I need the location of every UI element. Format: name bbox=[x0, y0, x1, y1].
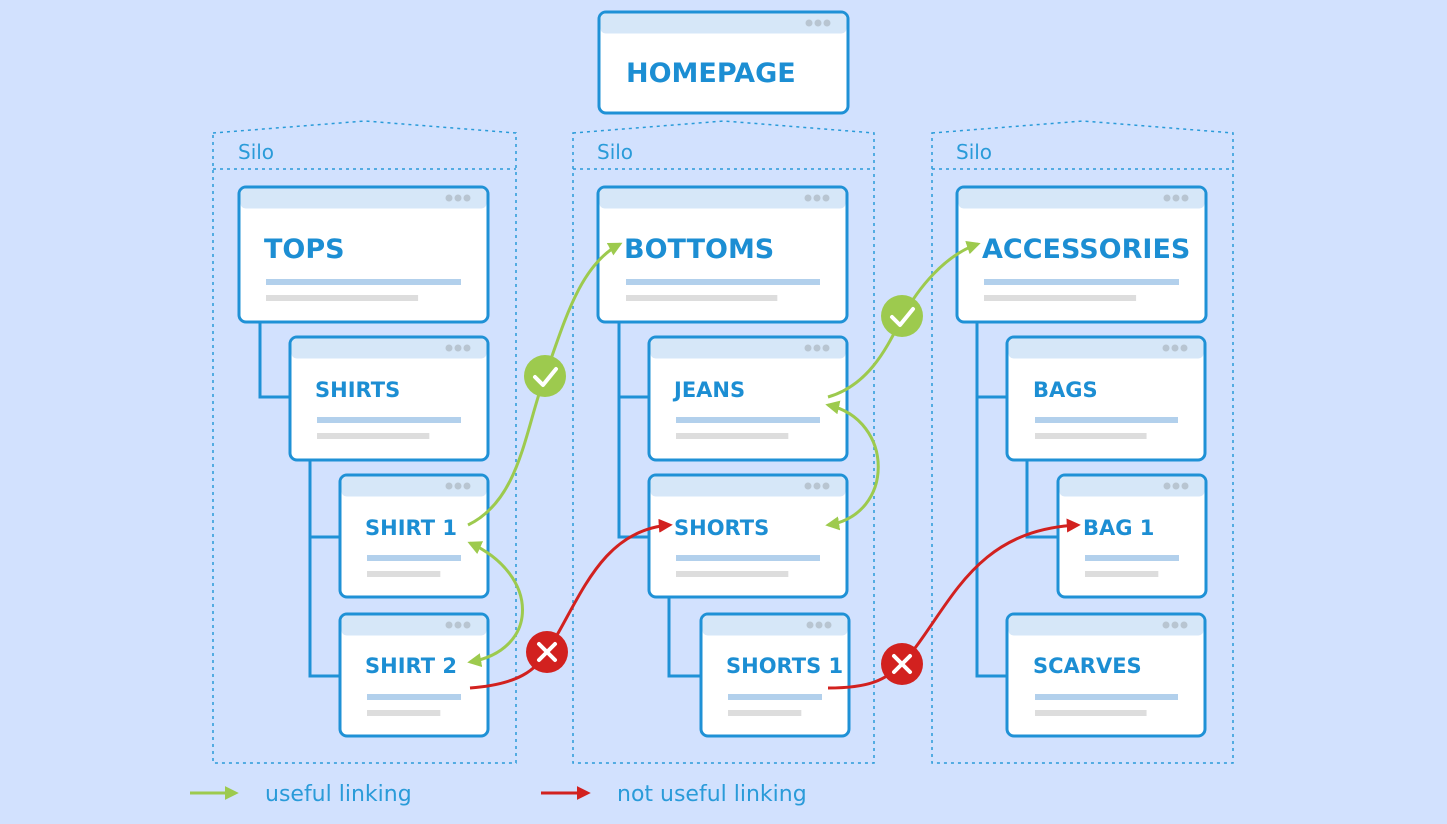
silo-label: Silo bbox=[956, 140, 992, 164]
content-line bbox=[676, 555, 820, 561]
content-line bbox=[728, 694, 822, 700]
content-line bbox=[728, 710, 802, 716]
content-line bbox=[317, 433, 430, 439]
window-dots-icon bbox=[1163, 194, 1189, 202]
check-icon bbox=[524, 355, 566, 397]
legend-not-useful-label: not useful linking bbox=[617, 782, 807, 807]
scarves-card: SCARVES bbox=[1005, 612, 1207, 738]
content-line bbox=[984, 279, 1179, 285]
silo-accessories: Silo bbox=[931, 120, 1234, 764]
window-dots-icon bbox=[805, 19, 831, 27]
card-title: SHIRT 2 bbox=[365, 654, 457, 678]
bag-1-card: BAG 1 bbox=[1056, 473, 1208, 599]
card-title: HOMEPAGE bbox=[626, 58, 796, 89]
silo-tops: Silo bbox=[212, 120, 517, 764]
card-title: SCARVES bbox=[1033, 654, 1142, 678]
window-dots-icon bbox=[445, 621, 471, 629]
content-line bbox=[984, 295, 1137, 301]
card-title: BOTTOMS bbox=[624, 234, 774, 265]
window-dots-icon bbox=[445, 194, 471, 202]
window-dots-icon bbox=[804, 482, 830, 490]
useful-link-jeans-shorts bbox=[825, 400, 880, 531]
tree-connectors bbox=[258, 322, 1058, 678]
content-line bbox=[1035, 417, 1178, 423]
content-line bbox=[266, 295, 419, 301]
content-line bbox=[1035, 694, 1178, 700]
legend-not-useful: not useful linking bbox=[541, 782, 807, 807]
silo-label: Silo bbox=[238, 140, 274, 164]
content-line bbox=[1085, 571, 1159, 577]
not-useful-link-shorts1-bag1 bbox=[827, 518, 1081, 690]
check-icon bbox=[881, 295, 923, 337]
card-title: ACCESSORIES bbox=[982, 234, 1190, 265]
content-line bbox=[1035, 710, 1147, 716]
window-dots-icon bbox=[1162, 621, 1188, 629]
shorts-card: SHORTS bbox=[647, 473, 849, 599]
shorts-1-card: SHORTS 1 bbox=[699, 612, 851, 738]
bags-card: BAGS bbox=[1005, 335, 1207, 462]
useful-link-shirt1-shirt2 bbox=[467, 541, 524, 667]
content-line bbox=[676, 417, 820, 423]
tops-card: TOPS bbox=[237, 185, 490, 324]
content-line bbox=[367, 710, 441, 716]
content-line bbox=[266, 279, 461, 285]
content-line bbox=[676, 571, 789, 577]
cross-icon bbox=[526, 631, 568, 673]
legend: useful linking not useful linking bbox=[190, 782, 807, 807]
legend-useful-label: useful linking bbox=[265, 782, 412, 807]
content-line bbox=[626, 295, 778, 301]
card-title: BAG 1 bbox=[1083, 516, 1154, 540]
silo-label: Silo bbox=[597, 140, 633, 164]
content-line bbox=[367, 571, 441, 577]
bottoms-card: BOTTOMS bbox=[596, 185, 849, 324]
card-title: JEANS bbox=[672, 378, 745, 402]
content-line bbox=[626, 279, 820, 285]
card-title: SHIRT 1 bbox=[365, 516, 457, 540]
window-dots-icon bbox=[1163, 482, 1189, 490]
card-title: SHIRTS bbox=[315, 378, 400, 402]
not-useful-link-shirt2-shorts bbox=[469, 518, 673, 690]
content-line bbox=[676, 433, 789, 439]
legend-useful: useful linking bbox=[190, 782, 412, 807]
jeans-card: JEANS bbox=[647, 335, 849, 462]
shirt-1-card: SHIRT 1 bbox=[338, 473, 490, 599]
content-line bbox=[1035, 433, 1147, 439]
card-title: TOPS bbox=[264, 234, 345, 265]
shirts-card: SHIRTS bbox=[288, 335, 490, 462]
homepage-card: HOMEPAGE bbox=[597, 10, 850, 115]
card-title: BAGS bbox=[1033, 378, 1098, 402]
content-line bbox=[317, 417, 461, 423]
window-dots-icon bbox=[1162, 344, 1188, 352]
cross-icon bbox=[881, 643, 923, 685]
window-dots-icon bbox=[445, 344, 471, 352]
accessories-card: ACCESSORIES bbox=[955, 185, 1208, 324]
card-title: SHORTS bbox=[674, 516, 769, 540]
content-line bbox=[1085, 555, 1179, 561]
card-title: SHORTS 1 bbox=[726, 654, 843, 678]
shirt-2-card: SHIRT 2 bbox=[338, 612, 490, 738]
content-line bbox=[367, 694, 461, 700]
content-line bbox=[367, 555, 461, 561]
window-dots-icon bbox=[806, 621, 832, 629]
window-dots-icon bbox=[445, 482, 471, 490]
window-dots-icon bbox=[804, 194, 830, 202]
window-dots-icon bbox=[804, 344, 830, 352]
